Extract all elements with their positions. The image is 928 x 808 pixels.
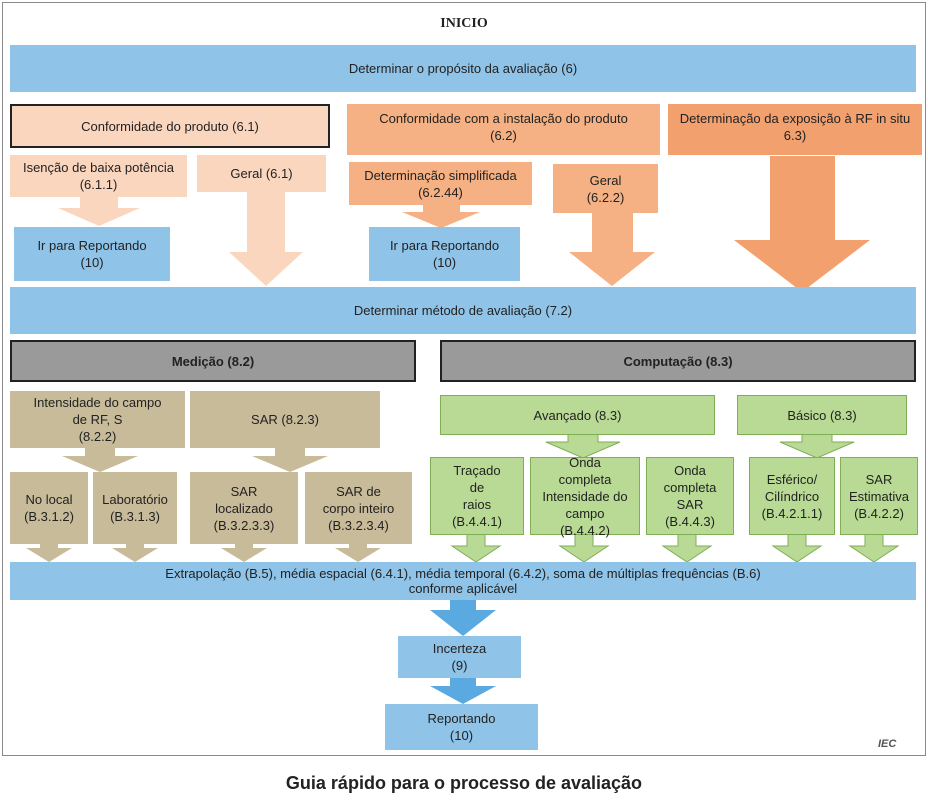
low-power-exemption-box: Isenção de baixa potência (6.1.1): [10, 155, 187, 197]
sar-whole-body-box: SAR de corpo inteiro (B.3.2.3.4): [305, 472, 412, 544]
product-compliance-box: Conformidade do produto (6.1): [10, 104, 330, 148]
general-61-box: Geral (6.1): [197, 155, 326, 192]
sar-estimate-box: SAR Estimativa (B.4.2.2): [840, 457, 918, 535]
arrow-in-situ-to-method: [734, 156, 870, 292]
method-box: Determinar método de avaliação (7.2): [10, 287, 916, 334]
simplified-box: Determinação simplificada (6.2.44): [349, 162, 532, 205]
source-mark: IEC: [878, 738, 897, 750]
goto-reporting-box-1: Ir para Reportando (10): [14, 227, 170, 281]
arrow-sarest-down: [848, 533, 900, 563]
spherical-box: Esférico/ Cilíndrico (B.4.2.1.1): [749, 457, 835, 535]
start-label: INICIO: [440, 16, 488, 31]
goto-reporting-box-2: Ir para Reportando (10): [369, 227, 520, 281]
extrapolation-box: Extrapolação (B.5), média espacial (6.4.…: [10, 562, 916, 600]
field-strength-box: Intensidade do campo de RF, S (8.2.2): [10, 391, 185, 448]
advanced-box: Avançado (8.3): [440, 395, 715, 435]
sar-823-box: SAR (8.2.3): [190, 391, 380, 448]
arrow-extrap-to-uncert: [430, 598, 496, 636]
general-622-box: Geral (6.2.2): [553, 164, 658, 213]
uncertainty-box: Incerteza (9): [398, 636, 521, 678]
measurement-box: Medição (8.2): [10, 340, 416, 382]
fullwave-sar-box: Onda completa SAR (B.4.4.3): [646, 457, 734, 535]
arrow-sarwhole-down: [335, 542, 381, 562]
installation-compliance-box: Conformidade com a instalação do produto…: [347, 104, 660, 155]
on-site-box: No local (B.3.1.2): [10, 472, 88, 544]
arrow-lab-down: [112, 542, 158, 562]
arrow-spherical-down: [771, 533, 823, 563]
fullwave-field-box: Onda completa Intensidade do campo (B.4.…: [530, 455, 640, 538]
arrow-fwsar-down: [661, 533, 713, 563]
reporting-box: Reportando (10): [385, 704, 538, 750]
computation-box: Computação (8.3): [440, 340, 916, 382]
arrow-sar-to-sub: [252, 446, 328, 472]
arrow-sarloc-down: [221, 542, 267, 562]
arrow-onsite-down: [26, 542, 72, 562]
arrow-field-to-sub: [62, 446, 138, 472]
purpose-box: Determinar o propósito da avaliação (6): [10, 45, 916, 92]
ray-tracing-box: Traçado de raios (B.4.4.1): [430, 457, 524, 535]
arrow-fwfield-down: [558, 533, 610, 563]
arrow-ray-down: [450, 533, 502, 563]
arrow-advanced-to-sub: [545, 433, 621, 459]
in-situ-exposure-box: Determinação da exposição à RF in situ 6…: [668, 104, 922, 155]
arrow-general-622-to-method: [569, 212, 655, 286]
arrow-simplified-to-report: [402, 203, 480, 228]
figure-caption: Guia rápido para o processo de avaliação: [285, 773, 643, 793]
arrow-basic-to-sub: [779, 433, 855, 459]
sar-localized-box: SAR localizado (B.3.2.3.3): [190, 472, 298, 544]
arrow-low-power-to-report: [58, 195, 140, 226]
laboratory-box: Laboratório (B.3.1.3): [93, 472, 177, 544]
basic-box: Básico (8.3): [737, 395, 907, 435]
arrow-uncert-to-report: [430, 676, 496, 704]
